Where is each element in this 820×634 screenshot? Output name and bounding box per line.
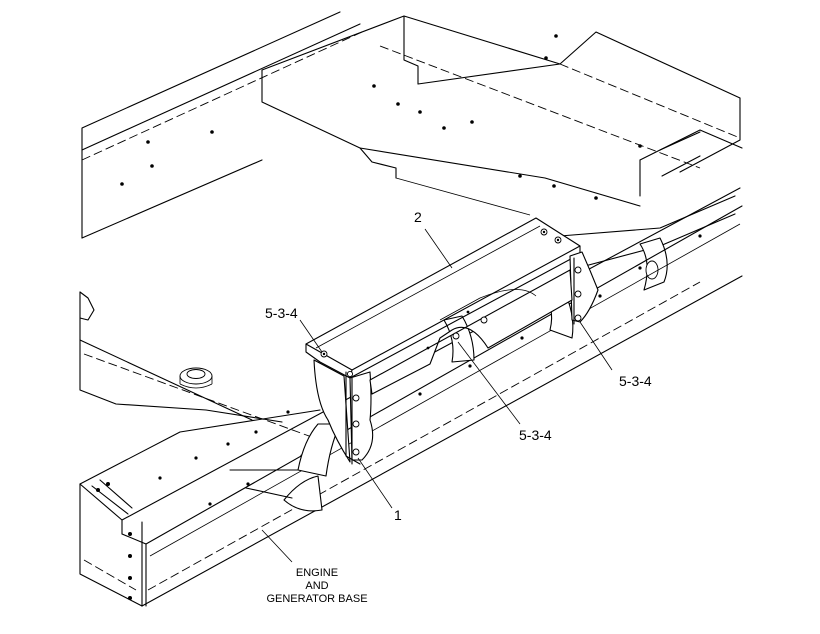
- engine-generator-base-caption: ENGINE AND GENERATOR BASE: [252, 567, 382, 606]
- leader-ref-left: [299, 319, 323, 353]
- caption-line-2: AND: [305, 580, 329, 592]
- upper-panel-left: [81, 11, 363, 239]
- upper-cross-member: [559, 195, 736, 291]
- callout-item-2: 2: [414, 209, 422, 225]
- leader-ref-right: [579, 321, 613, 371]
- caption-line-1: ENGINE: [295, 567, 339, 579]
- leader-ref-center: [457, 341, 521, 425]
- main-base-rail: [79, 187, 743, 607]
- callout-ref-right: 5-3-4: [619, 373, 652, 389]
- callout-item-1: 1: [394, 507, 402, 523]
- leader-item-2: [424, 228, 453, 269]
- leader-item-1: [357, 457, 393, 509]
- item-2-mounting-bracket: [305, 217, 599, 465]
- lower-panel-left: [79, 291, 321, 441]
- top-panel-holes: [120, 34, 642, 200]
- callout-ref-center: 5-3-4: [519, 427, 552, 443]
- caption-line-3: GENERATOR BASE: [266, 593, 368, 605]
- leader-lines: [261, 228, 613, 563]
- callout-ref-left: 5-3-4: [265, 305, 298, 321]
- leader-base: [261, 529, 293, 563]
- upper-panel-top: [261, 15, 743, 216]
